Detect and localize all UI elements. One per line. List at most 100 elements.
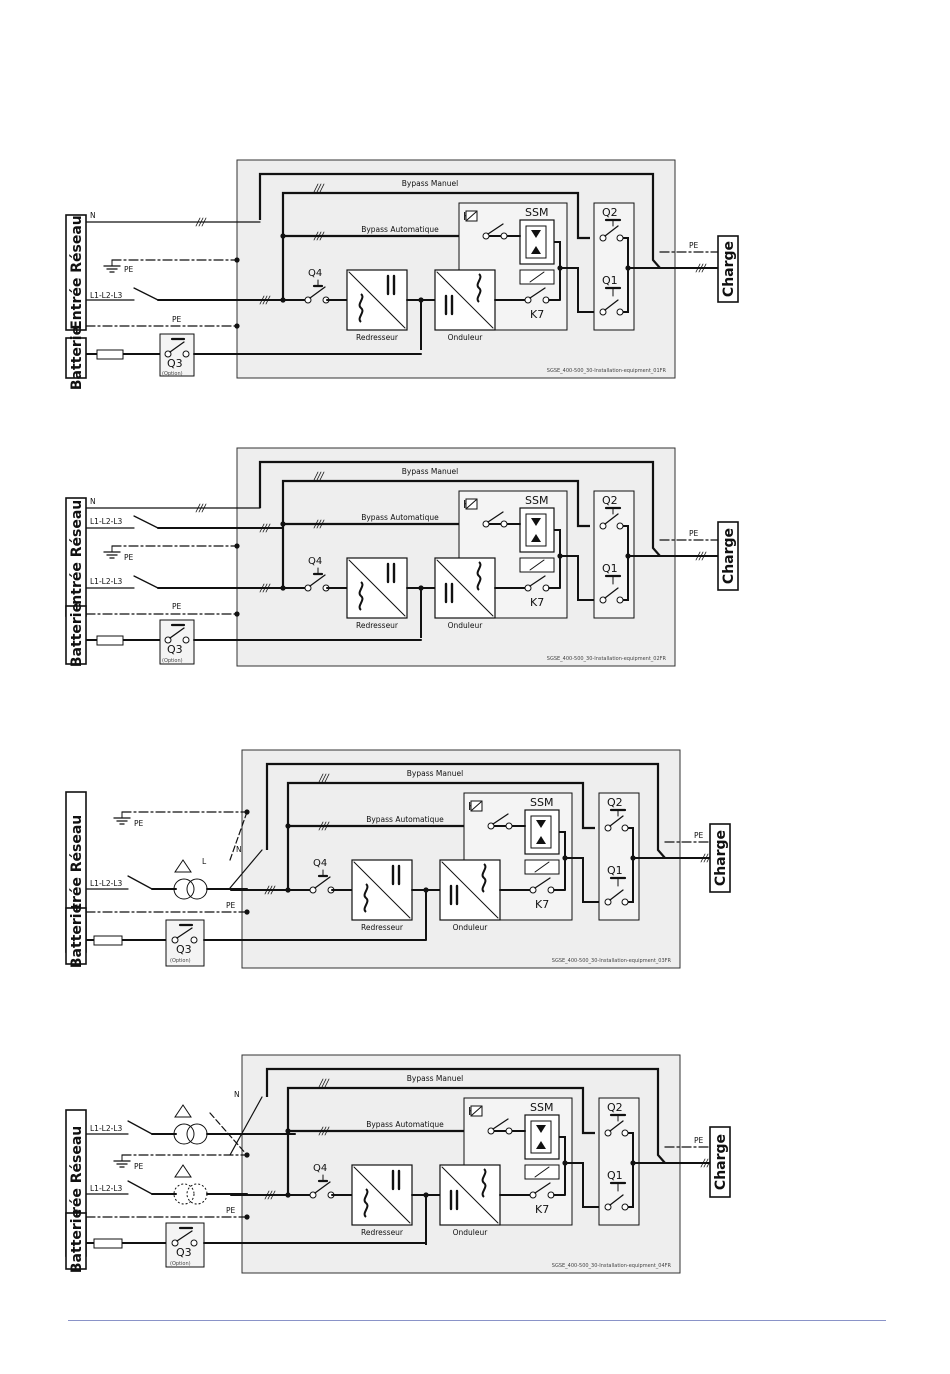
ssm-module [519, 219, 555, 265]
coil-slash [534, 861, 550, 873]
entree-reseau-box-text: Entrée Réseau [69, 1126, 85, 1241]
converter-diagonal [436, 271, 494, 329]
entree-reseau-box: Entrée Réseau [65, 497, 87, 617]
q2-contact [621, 1129, 629, 1137]
delta-symbol [174, 1164, 192, 1178]
batterie-box: Batterie [65, 904, 87, 968]
k7-label: K7 [530, 596, 544, 609]
neutral-link [229, 849, 263, 889]
q2-label: Q2 [602, 494, 618, 507]
ssm-output [554, 241, 561, 300]
n-label: N [90, 211, 96, 220]
batterie-box-text: Batterie [69, 904, 85, 968]
phase-tick [313, 471, 319, 481]
junction-dot [280, 233, 286, 239]
ssm-module [519, 507, 555, 553]
phase-tick [318, 773, 324, 783]
bypass-switch-blade [127, 1120, 153, 1135]
coil-slash [529, 559, 545, 571]
q2-contact [599, 522, 607, 530]
input-switch-blade [133, 575, 159, 589]
charge-box: Charge [709, 1126, 731, 1198]
input-switch-blade [133, 287, 159, 301]
q-bridge [628, 827, 634, 903]
phase-tick [262, 523, 268, 533]
redresseur: Redresseur [346, 269, 408, 342]
ac-symbol [358, 293, 364, 323]
batterie-box-text: Batterie [69, 603, 85, 667]
junction-dot [244, 1152, 250, 1158]
entree-reseau-box-frame [65, 214, 87, 331]
phase-tick [703, 853, 709, 863]
phase-tick [316, 519, 322, 529]
phase-tick [321, 1126, 327, 1136]
redresseur: Redresseur [351, 1164, 413, 1237]
phase-tick [324, 773, 330, 783]
phase-tick [698, 263, 704, 273]
q3-contact [190, 936, 198, 944]
phase-tick [195, 217, 201, 227]
ssm-output [554, 529, 561, 588]
k7-blade [534, 877, 551, 889]
phase-tick [201, 217, 207, 227]
bypass-manuel-label: Bypass Manuel [407, 1074, 463, 1083]
diagram-d3: SGSE_400-500_30-Installation-equipment_0… [65, 749, 731, 969]
ac-symbol [363, 883, 369, 913]
converter-diagonal [348, 559, 406, 617]
q3-blade [176, 927, 193, 939]
delta-symbol [174, 859, 192, 873]
q3-contact [164, 636, 172, 644]
batterie-box: Batterie [65, 603, 87, 667]
ac-symbol [476, 273, 482, 303]
l-label: L [202, 857, 207, 866]
transformer-primary [173, 1123, 195, 1145]
q-bridge [628, 1132, 634, 1208]
phase-tick [318, 1078, 324, 1088]
charge-box-frame [709, 823, 731, 893]
bypass-manuel-line [265, 762, 666, 859]
pe-input-label: PE [124, 265, 134, 274]
l123-label: L1-L2-L3 [90, 879, 122, 888]
junction-dot [285, 823, 291, 829]
phase-tick [321, 1078, 327, 1088]
pe-output-label: PE [694, 1136, 704, 1145]
junction-dot [234, 543, 240, 549]
battery-fuse [93, 1238, 123, 1249]
bypass-manuel-label: Bypass Manuel [402, 467, 458, 476]
q3-label: Q3 [176, 943, 192, 956]
bypass-automatique-label: Bypass Automatique [366, 1120, 444, 1129]
phase-tick [695, 263, 701, 273]
converter-diagonal [441, 1166, 499, 1224]
junction-dot [234, 611, 240, 617]
junction-dot [244, 909, 250, 915]
drawing-reference: SGSE_400-500_30-Installation-equipment_0… [552, 958, 672, 964]
drawing-reference: SGSE_400-500_30-Installation-equipment_0… [547, 368, 667, 374]
batterie-box: Batterie [65, 326, 87, 390]
charge-box-text: Charge [713, 1134, 729, 1190]
battery-fuse [96, 635, 124, 646]
k6-blade [487, 223, 504, 235]
q1-feed [565, 1162, 599, 1208]
pe-output-label: PE [689, 529, 699, 538]
pe-battery-label: PE [172, 602, 182, 611]
charge-box: Charge [709, 823, 731, 893]
q2-contact [599, 234, 607, 242]
phase-tick [324, 1078, 330, 1088]
phase-tick [703, 1158, 709, 1168]
k7-contact [529, 886, 537, 894]
converter-diagonal [348, 271, 406, 329]
pe-input-label: PE [124, 553, 134, 562]
charge-box-text: Charge [721, 241, 737, 297]
q1-contact [621, 1203, 629, 1211]
l123-label: L1-L2-L3 [90, 1184, 122, 1193]
switch-label: Q4 [313, 858, 327, 869]
q2-blade [609, 1120, 624, 1132]
q3-label: Q3 [167, 643, 183, 656]
coil-slash [466, 499, 477, 509]
q3-contact [182, 636, 190, 644]
footer-rule [68, 1320, 886, 1321]
q2-label: Q2 [602, 206, 618, 219]
k6-blade [492, 813, 509, 825]
phase-tick [701, 551, 707, 561]
